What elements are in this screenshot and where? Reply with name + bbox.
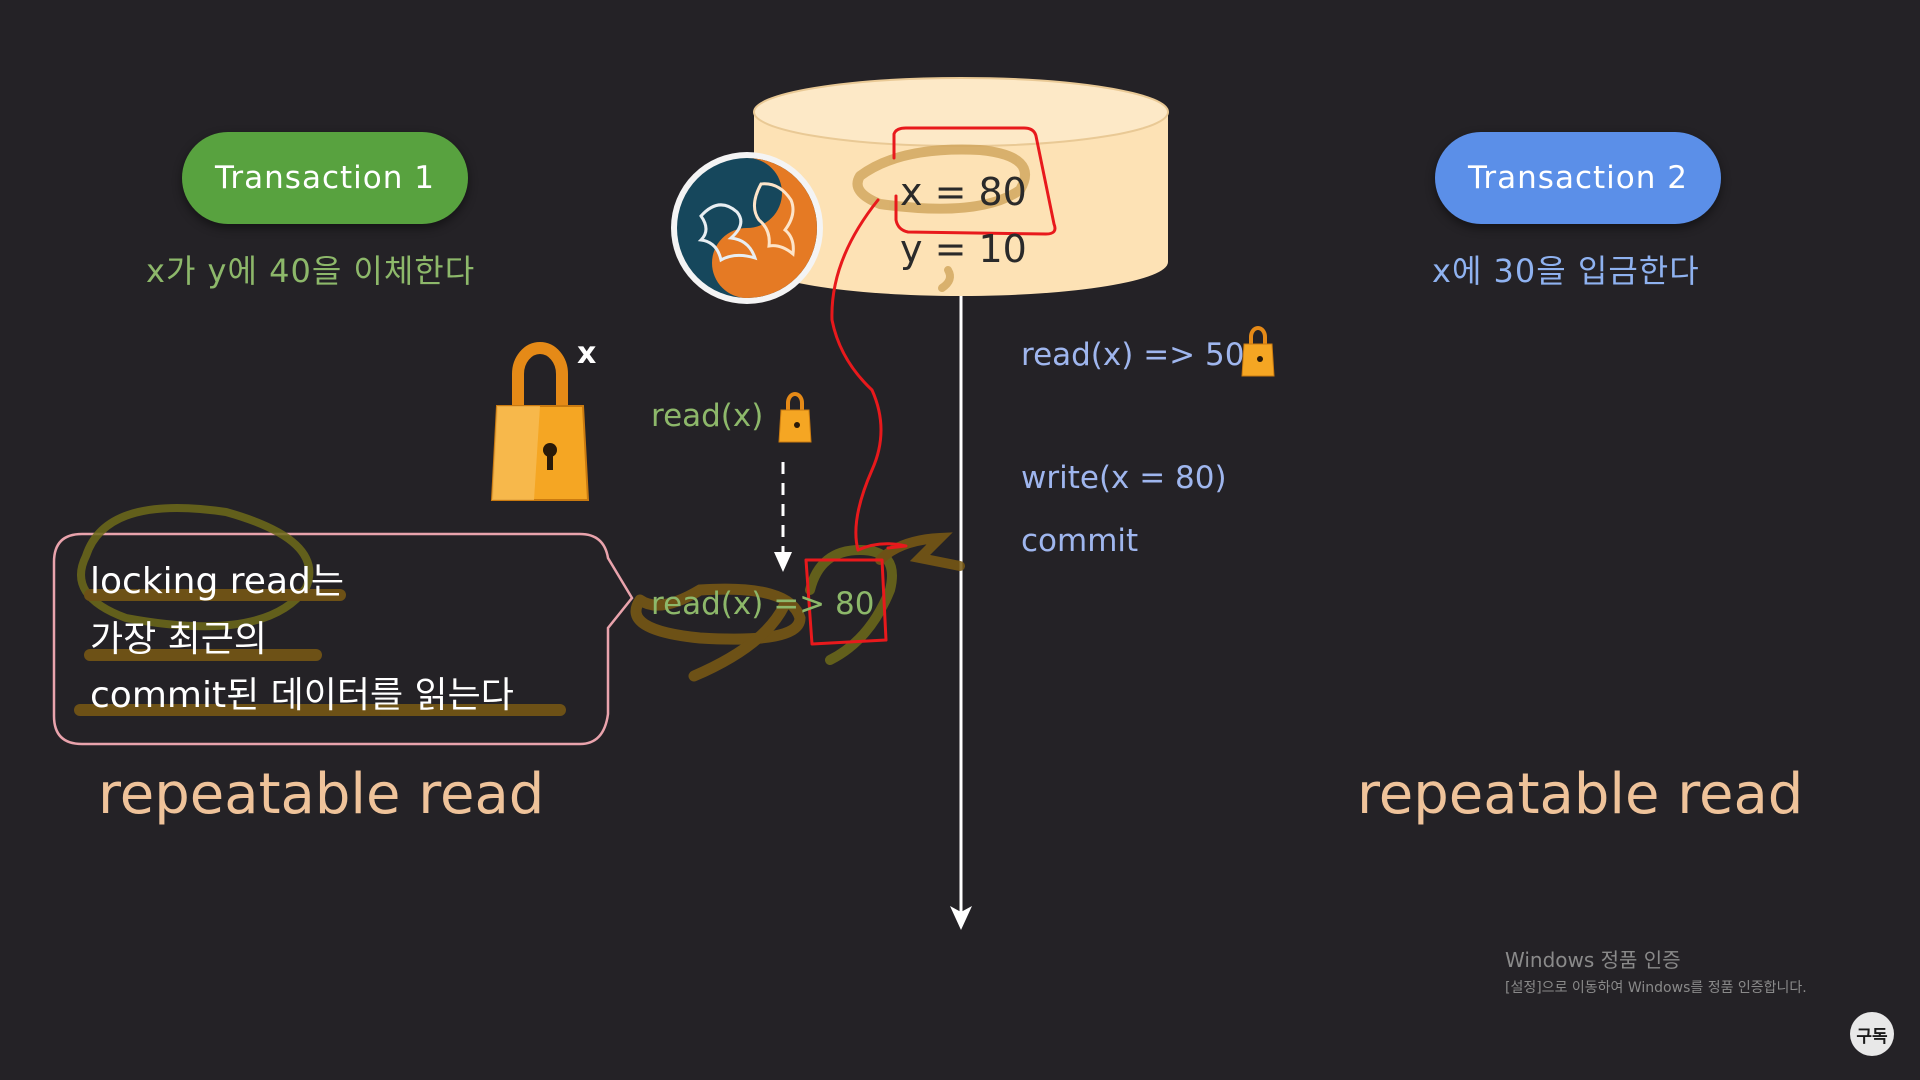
transaction-2-description: x에 30을 입금한다 xyxy=(1432,252,1700,290)
database-y-value: y = 10 xyxy=(900,227,1027,271)
watermark-title: Windows 정품 인증 xyxy=(1505,948,1681,972)
t1-read-x-result: read(x) => 80 xyxy=(651,586,875,622)
mysql-dolphin-icon xyxy=(671,152,823,304)
watermark-subtitle: [설정]으로 이동하여 Windows를 정품 인증합니다. xyxy=(1505,980,1807,996)
transaction-2-pill: Transaction 2 xyxy=(1435,132,1721,224)
red-pen-annotation xyxy=(804,126,1057,646)
database-x-value: x = 80 xyxy=(900,170,1027,214)
transaction-1-description: x가 y에 40을 이체한다 xyxy=(146,252,476,290)
t2-write-x: write(x = 80) xyxy=(1021,460,1227,496)
lock-key-label: x xyxy=(577,336,597,371)
transaction-1-pill: Transaction 1 xyxy=(182,132,468,224)
windows-activation-watermark: Windows 정품 인증 [설정]으로 이동하여 Windows를 정품 인증… xyxy=(1505,944,1807,997)
subscribe-button[interactable]: 구독 xyxy=(1850,1012,1894,1056)
t2-read-x: read(x) => 50 xyxy=(1021,337,1245,373)
callout-line-3: commit된 데이터를 읽는다 xyxy=(90,675,514,716)
callout-bubble xyxy=(52,532,634,746)
t2-isolation-level: repeatable read xyxy=(1357,762,1804,827)
small-lock-icon-t2 xyxy=(1241,326,1275,377)
transaction-2-label: Transaction 2 xyxy=(1468,160,1688,196)
small-lock-icon xyxy=(778,392,812,443)
transaction-1-label: Transaction 1 xyxy=(215,160,435,196)
callout-line-1: locking read는 xyxy=(90,561,344,602)
t1-read-x: read(x) xyxy=(651,398,764,434)
callout-line-2: 가장 최근의 xyxy=(90,619,268,660)
lock-icon xyxy=(490,342,590,501)
t1-isolation-level: repeatable read xyxy=(98,762,545,827)
t2-commit: commit xyxy=(1021,523,1139,559)
